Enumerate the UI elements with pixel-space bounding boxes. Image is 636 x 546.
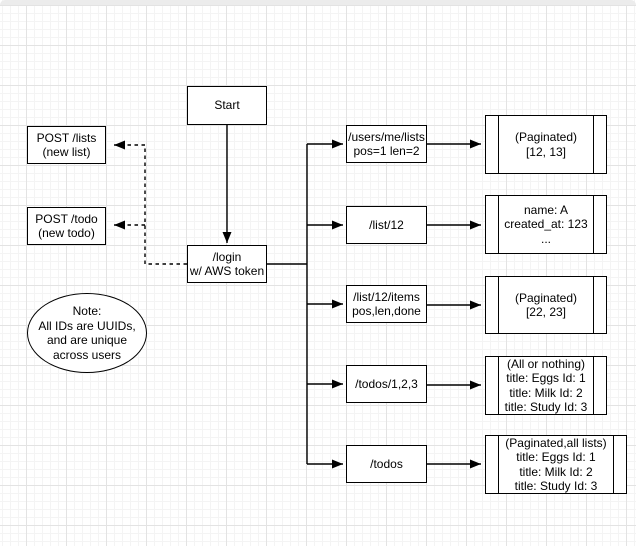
flow-node-result-todos-1-2-3[interactable]: (All or nothing) title: Eggs Id: 1 title… bbox=[485, 356, 607, 415]
subprocess-right-bar bbox=[593, 277, 594, 333]
flow-node-result-list-12-items[interactable]: (Paginated) [22, 23] bbox=[485, 276, 607, 334]
flow-node-result-list-12-items-label: (Paginated) [22, 23] bbox=[514, 290, 578, 320]
flow-node-result-users-me-lists[interactable]: (Paginated) [12, 13] bbox=[485, 115, 607, 174]
flow-node-note-label: Note: All IDs are UUIDs, and are unique … bbox=[38, 304, 136, 362]
flow-node-result-list-12-label: name: A created_at: 123 ... bbox=[504, 202, 588, 246]
connector-login-to-post-lists[interactable] bbox=[114, 140, 187, 265]
subprocess-left-bar bbox=[498, 436, 499, 493]
flow-node-todos-1-2-3-label: /todos/1,2,3 bbox=[355, 376, 418, 391]
flow-node-list-12-items-label: /list/12/items pos,len,done bbox=[352, 289, 421, 319]
flow-node-todos-1-2-3[interactable]: /todos/1,2,3 bbox=[346, 365, 427, 403]
flow-node-start[interactable]: Start bbox=[187, 86, 267, 125]
flow-node-list-12[interactable]: /list/12 bbox=[346, 206, 427, 244]
flow-node-list-12-label: /list/12 bbox=[369, 217, 404, 232]
subprocess-left-bar bbox=[498, 277, 499, 333]
flow-node-start-label: Start bbox=[214, 98, 240, 113]
flow-node-result-users-me-lists-label: (Paginated) [12, 13] bbox=[514, 130, 578, 159]
subprocess-right-bar bbox=[593, 196, 594, 253]
flow-node-login-label: /login w/ AWS token bbox=[189, 249, 265, 279]
flow-node-post-todo-label: POST /todo (new todo) bbox=[35, 211, 98, 241]
flow-node-todos[interactable]: /todos bbox=[346, 445, 427, 483]
subprocess-right-bar bbox=[593, 357, 594, 414]
flow-node-result-todos-label: (Paginated,all lists) title: Eggs Id: 1 … bbox=[505, 435, 607, 494]
canvas-top-edge bbox=[0, 0, 636, 5]
flow-node-result-todos-1-2-3-label: (All or nothing) title: Eggs Id: 1 title… bbox=[504, 356, 588, 415]
flow-node-todos-label: /todos bbox=[370, 456, 403, 471]
subprocess-right-bar bbox=[613, 436, 614, 493]
subprocess-left-bar bbox=[498, 357, 499, 414]
flow-node-list-12-items[interactable]: /list/12/items pos,len,done bbox=[346, 285, 427, 323]
subprocess-left-bar bbox=[498, 116, 499, 173]
subprocess-left-bar bbox=[498, 196, 499, 253]
flow-node-login[interactable]: /login w/ AWS token bbox=[187, 245, 267, 283]
flow-node-users-me-lists-label: /users/me/lists pos=1 len=2 bbox=[348, 129, 425, 159]
flow-node-post-lists[interactable]: POST /lists (new list) bbox=[27, 126, 106, 164]
flow-node-result-list-12[interactable]: name: A created_at: 123 ... bbox=[485, 195, 607, 254]
flow-node-result-todos[interactable]: (Paginated,all lists) title: Eggs Id: 1 … bbox=[485, 435, 627, 494]
flow-node-post-lists-label: POST /lists (new list) bbox=[36, 130, 97, 160]
flow-node-note-ellipse[interactable]: Note: All IDs are UUIDs, and are unique … bbox=[27, 293, 147, 373]
flow-node-post-todo[interactable]: POST /todo (new todo) bbox=[27, 207, 106, 245]
subprocess-right-bar bbox=[593, 116, 594, 173]
flow-node-users-me-lists[interactable]: /users/me/lists pos=1 len=2 bbox=[346, 125, 427, 163]
